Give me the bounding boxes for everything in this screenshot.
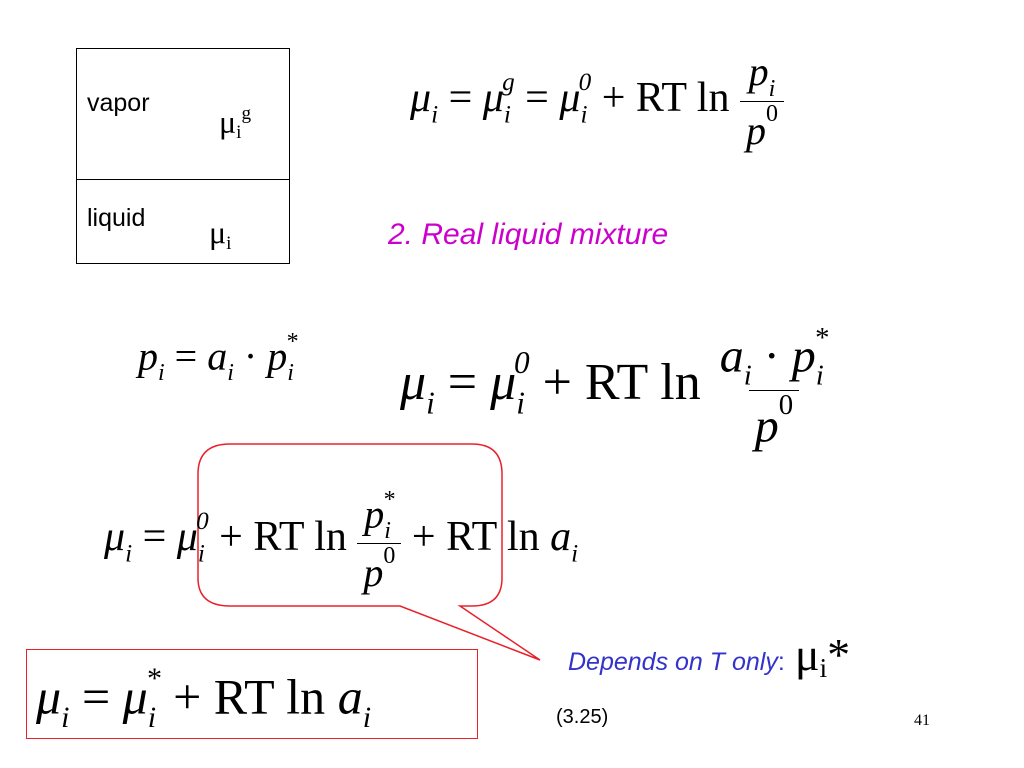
final-equation-box	[26, 649, 478, 739]
liquid-label: liquid	[87, 204, 146, 232]
dependence-note: Depends on T only: μi*	[568, 629, 851, 683]
equation-split-form: μi = μi0 + RT ln pi* p0 + RT ln ai	[104, 487, 579, 595]
section-heading: 2. Real liquid mixture	[388, 218, 669, 251]
equation-vapor-potential: μi = μig = μi0 + RT ln pi p0	[410, 52, 784, 151]
phase-table: vapor μig liquid μi	[76, 48, 290, 264]
equation-final: μi = μi* + RT ln ai	[36, 662, 372, 734]
equation-real-liquid-potential: μi = μi0 + RT ln ai · pi* p0	[400, 322, 829, 453]
slide-number: 41	[914, 712, 930, 729]
vapor-chemical-potential: μig	[219, 103, 252, 144]
vapor-phase-cell: vapor μig	[77, 49, 289, 180]
vapor-label: vapor	[87, 89, 150, 117]
equation-activity-pressure: pi = ai · pi*	[138, 329, 298, 387]
equation-number: (3.25)	[556, 706, 609, 728]
liquid-chemical-potential: μi	[209, 214, 232, 254]
callout-outline	[197, 443, 541, 661]
liquid-phase-cell: liquid μi	[77, 180, 289, 263]
